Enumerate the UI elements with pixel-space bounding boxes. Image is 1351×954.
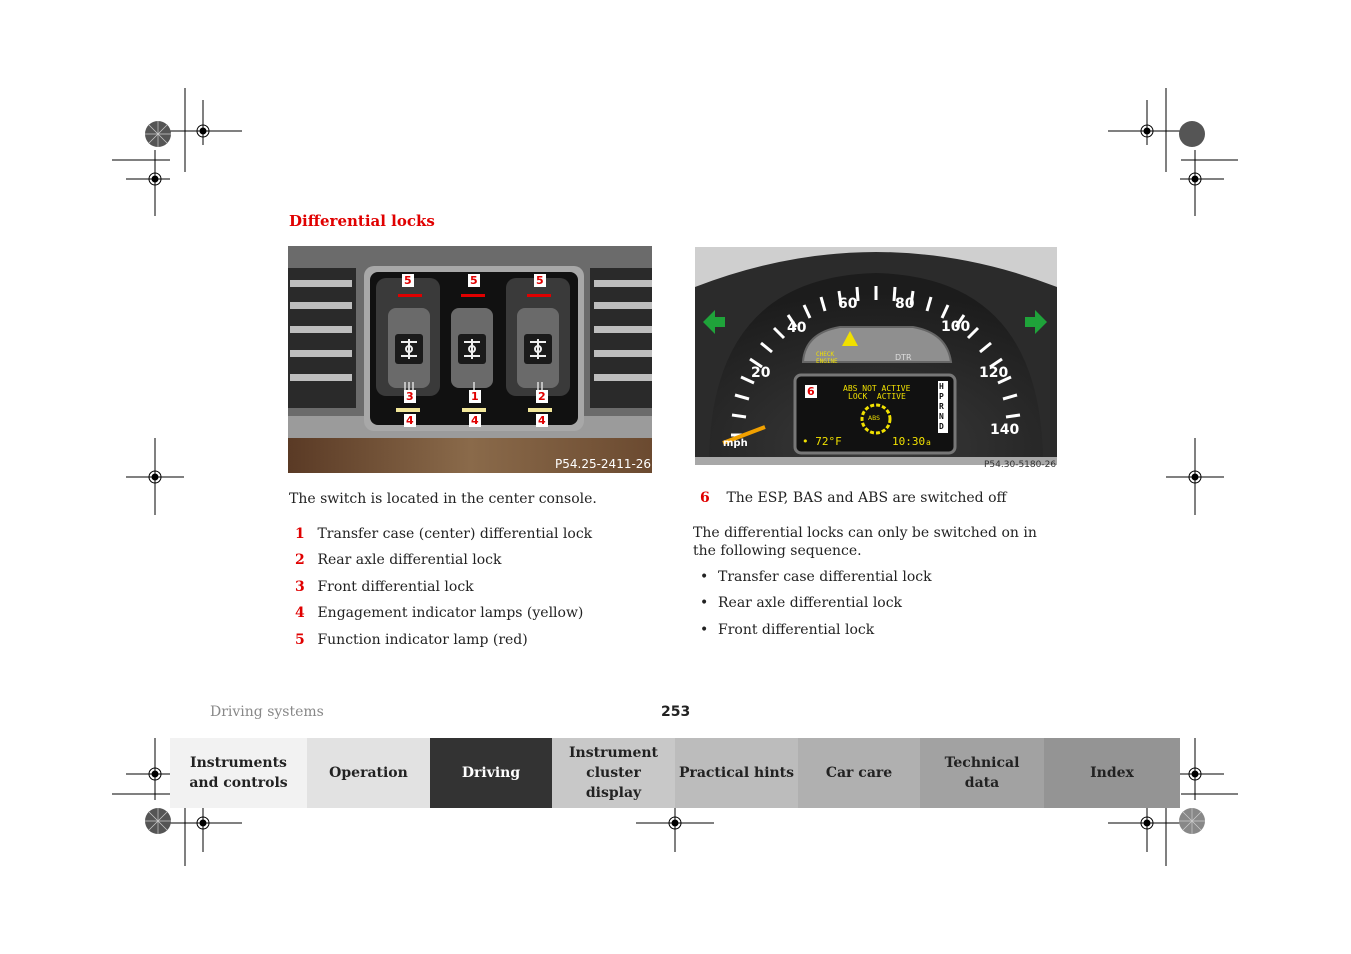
tab-label: Instruments and controls <box>189 755 288 791</box>
tab-label: Car care <box>825 765 893 781</box>
tab-index[interactable]: Index <box>1044 738 1180 808</box>
tab-technical-data[interactable]: Technical data <box>920 738 1044 808</box>
display-line2: LOCK ACTIVE <box>848 392 906 401</box>
item-text: Transfer case (center) differential lock <box>317 526 593 542</box>
list-item: 1 Transfer case (center) differential lo… <box>289 525 592 543</box>
figure1-caption: P54.25-2411-26 <box>555 457 652 471</box>
bullet-text: Front differential lock <box>718 622 875 638</box>
bullet-text: Transfer case differential lock <box>718 569 932 585</box>
tab-instrument-cluster-display[interactable]: Instrument cluster display <box>552 738 675 808</box>
tab-label: Index <box>1090 765 1134 781</box>
intro-text: The switch is located in the center cons… <box>289 491 597 507</box>
item-number: 5 <box>295 632 305 648</box>
speed-40: 40 <box>787 320 807 336</box>
display-time-suffix: a <box>926 438 931 447</box>
display-temperature: • 72°F <box>802 435 842 448</box>
bullet-symbol: • <box>700 569 709 585</box>
list-item: 2 Rear axle differential lock <box>289 551 502 569</box>
callout-5a: 5 <box>402 274 414 287</box>
tab-label: Practical hints <box>678 765 795 781</box>
speed-140: 140 <box>990 422 1020 438</box>
item-number: 1 <box>295 526 305 542</box>
item-text: Rear axle differential lock <box>317 552 502 568</box>
callout-4c: 4 <box>536 414 548 427</box>
sequence-text: The differential locks can only be switc… <box>693 525 1037 559</box>
tab-instruments-and-controls[interactable]: Instruments and controls <box>170 738 307 808</box>
item-number: 4 <box>295 605 305 621</box>
speed-100: 100 <box>941 319 971 335</box>
figure-console-switches: 5 5 5 3 1 2 4 4 4 P54.25-2411-26 <box>288 246 652 473</box>
speedometer-illustration <box>695 247 1057 465</box>
bullet-symbol: • <box>700 595 709 611</box>
item-text: The ESP, BAS and ABS are switched off <box>726 490 1007 506</box>
footer-section-name: Driving systems <box>210 704 324 720</box>
tab-label: Technical data <box>944 755 1020 791</box>
bullet-item: • Front differential lock <box>694 621 874 639</box>
page-number: 253 <box>661 704 691 720</box>
check-engine-lamp: CHECK ENGINE <box>816 351 838 365</box>
list-item-6: 6 The ESP, BAS and ABS are switched off <box>694 489 1006 507</box>
bullet-item: • Transfer case differential lock <box>694 568 932 586</box>
figure-instrument-cluster: 20 40 60 80 100 120 140 mph CHECK ENGINE… <box>695 247 1057 473</box>
item-text: Function indicator lamp (red) <box>317 632 528 648</box>
bullet-symbol: • <box>700 622 709 638</box>
bullet-text: Rear axle differential lock <box>718 595 903 611</box>
callout-3: 3 <box>404 390 416 403</box>
tab-practical-hints[interactable]: Practical hints <box>675 738 798 808</box>
chapter-nav: Instruments and controls Operation Drivi… <box>170 738 1180 808</box>
section-title: Differential locks <box>289 212 435 230</box>
item-number: 2 <box>295 552 305 568</box>
callout-4a: 4 <box>404 414 416 427</box>
display-line1: ABS NOT ACTIVE <box>843 384 911 393</box>
tab-driving[interactable]: Driving <box>430 738 552 808</box>
speed-60: 60 <box>838 296 858 312</box>
list-item: 3 Front differential lock <box>289 578 474 596</box>
callout-5c: 5 <box>534 274 546 287</box>
callout-5b: 5 <box>468 274 480 287</box>
list-item: 4 Engagement indicator lamps (yellow) <box>289 604 583 622</box>
item-text: Engagement indicator lamps (yellow) <box>317 605 584 621</box>
tab-label: Operation <box>329 765 408 781</box>
dtr-lamp: DTR <box>895 353 912 362</box>
item-text: Front differential lock <box>317 579 474 595</box>
gear-indicator: HPRND <box>939 382 944 431</box>
callout-2: 2 <box>536 390 548 403</box>
speed-80: 80 <box>895 296 915 312</box>
speed-20: 20 <box>751 365 771 381</box>
tab-car-care[interactable]: Car care <box>798 738 920 808</box>
item-number: 6 <box>700 490 710 506</box>
speed-unit: mph <box>723 438 748 449</box>
callout-1: 1 <box>469 390 481 403</box>
display-time: 10:30 <box>892 435 926 448</box>
bullet-item: • Rear axle differential lock <box>694 594 902 612</box>
display-abs-badge: ABS <box>868 415 880 422</box>
tab-label: Driving <box>461 765 521 781</box>
speed-120: 120 <box>979 365 1009 381</box>
callout-6: 6 <box>805 385 817 398</box>
item-number: 3 <box>295 579 305 595</box>
list-item: 5 Function indicator lamp (red) <box>289 631 528 649</box>
tab-label: Instrument cluster display <box>569 745 658 801</box>
tab-operation[interactable]: Operation <box>307 738 430 808</box>
figure2-caption: P54.30-5180-26 <box>984 460 1057 470</box>
callout-4b: 4 <box>469 414 481 427</box>
